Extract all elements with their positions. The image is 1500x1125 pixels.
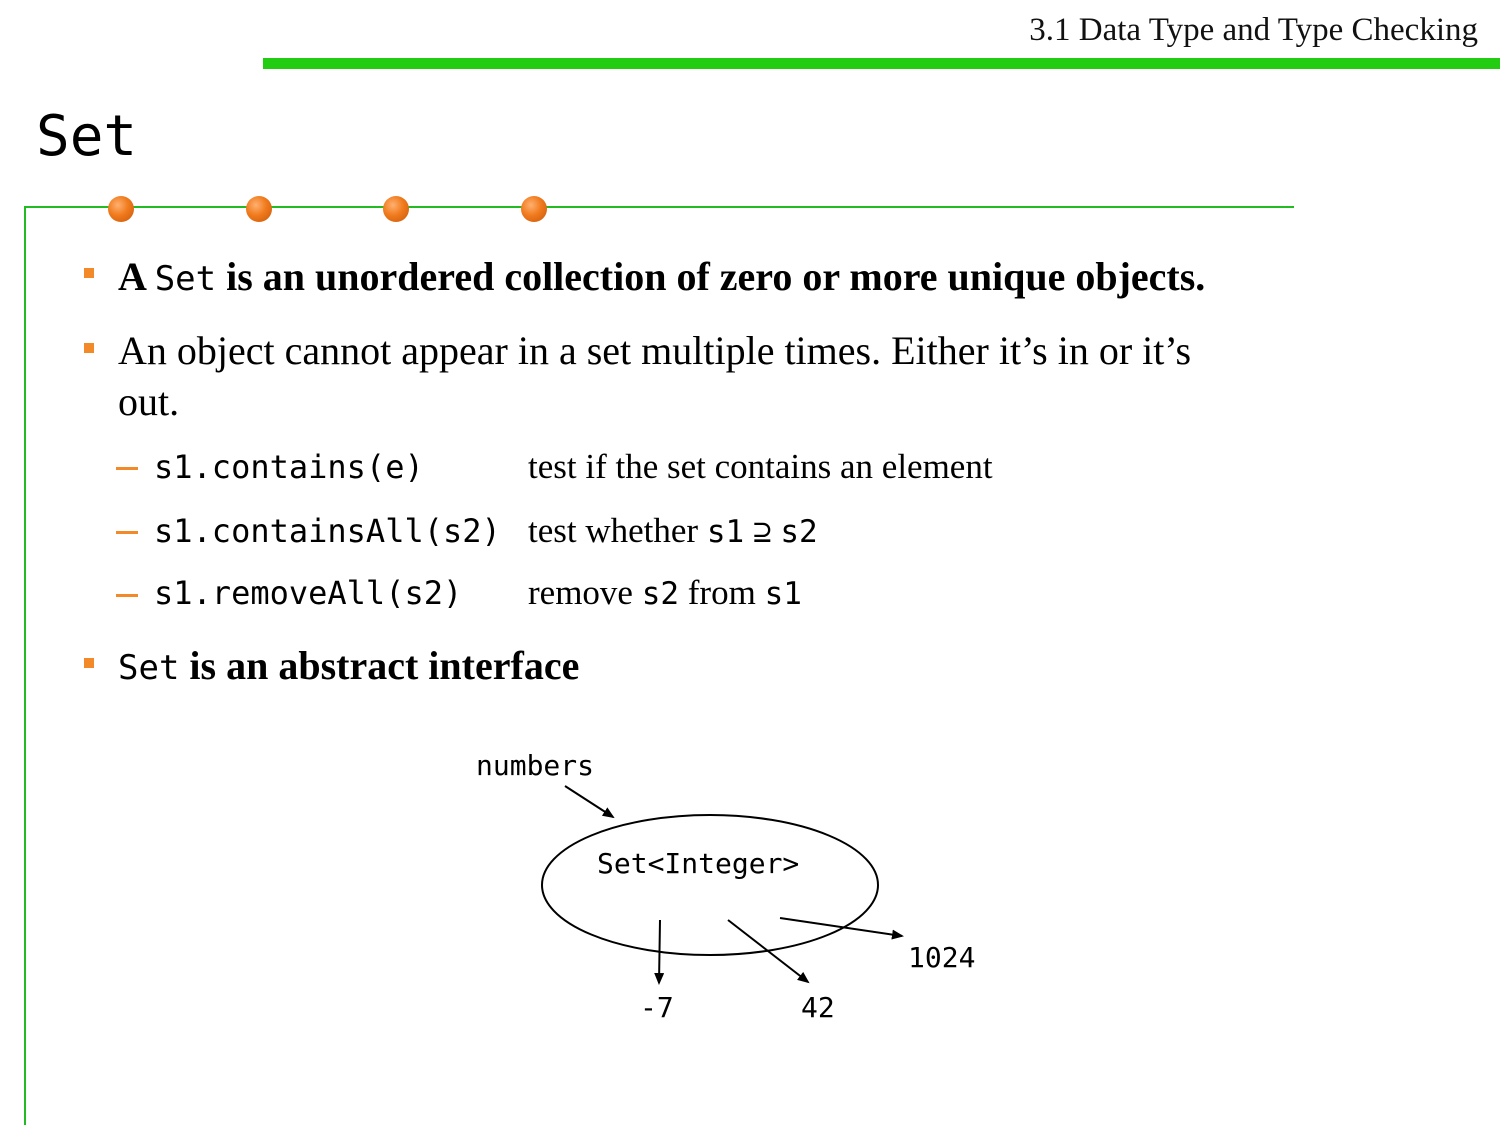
bullet-1-suffix: is an unordered collection of zero or mo… [216, 254, 1206, 299]
decor-dot [108, 196, 134, 222]
bullet-1-text: A Set is an unordered collection of zero… [118, 253, 1205, 300]
set-type-label: Set<Integer> [597, 847, 799, 880]
method-2-code: s1.containsAll(s2) [154, 512, 501, 550]
method-3-desc-b: s1 [764, 576, 802, 612]
element-arrow [727, 919, 810, 984]
bullet-1-prefix: A [118, 254, 155, 299]
frame-top-rule [24, 206, 1294, 208]
sub-dash [116, 531, 138, 534]
method-2-desc-op: ⊇ [752, 514, 772, 550]
bullet-marker [84, 658, 94, 668]
bullet-marker [84, 343, 94, 353]
method-3-desc-text: remove [528, 573, 642, 612]
element-label: 1024 [908, 941, 975, 974]
method-3-code: s1.removeAll(s2) [154, 574, 463, 612]
variable-label: numbers [476, 749, 594, 782]
element-arrow [779, 917, 904, 940]
variable-arrow [564, 785, 615, 819]
sub-dash [116, 467, 138, 470]
method-2-desc: test whether s1 ⊇ s2 [528, 511, 818, 551]
method-1-code: s1.contains(e) [154, 448, 424, 486]
bullet-marker [84, 268, 94, 278]
method-2-desc-a: s1 [706, 514, 745, 550]
sub-dash [116, 594, 138, 597]
method-1-desc: test if the set contains an element [528, 447, 993, 486]
bullet-2-line-1: An object cannot appear in a set multipl… [118, 328, 1192, 373]
decor-dot [383, 196, 409, 222]
bullet-3-code: Set [118, 648, 180, 688]
section-title: 3.1 Data Type and Type Checking [1029, 12, 1478, 48]
element-label: -7 [640, 991, 674, 1024]
method-2-desc-b: s2 [780, 514, 818, 550]
bullet-1-code: Set [154, 259, 217, 299]
method-3-desc: remove s2 from s1 [528, 573, 802, 613]
bullet-3-text: Set is an abstract interface [118, 642, 579, 689]
header-bar [263, 58, 1500, 69]
slide-title: Set [36, 104, 138, 169]
method-2-desc-text: test whether [528, 511, 707, 550]
bullet-3-suffix: is an abstract interface [179, 643, 580, 688]
set-object-oval [541, 814, 879, 956]
element-label: 42 [801, 991, 835, 1024]
decor-dot [521, 196, 547, 222]
method-3-desc-a: s2 [641, 576, 680, 612]
method-3-desc-mid: from [679, 573, 765, 612]
decor-dot [246, 196, 272, 222]
bullet-2-line-2: out. [118, 379, 180, 424]
element-arrow [654, 919, 665, 985]
frame-left-rule [24, 206, 26, 1125]
